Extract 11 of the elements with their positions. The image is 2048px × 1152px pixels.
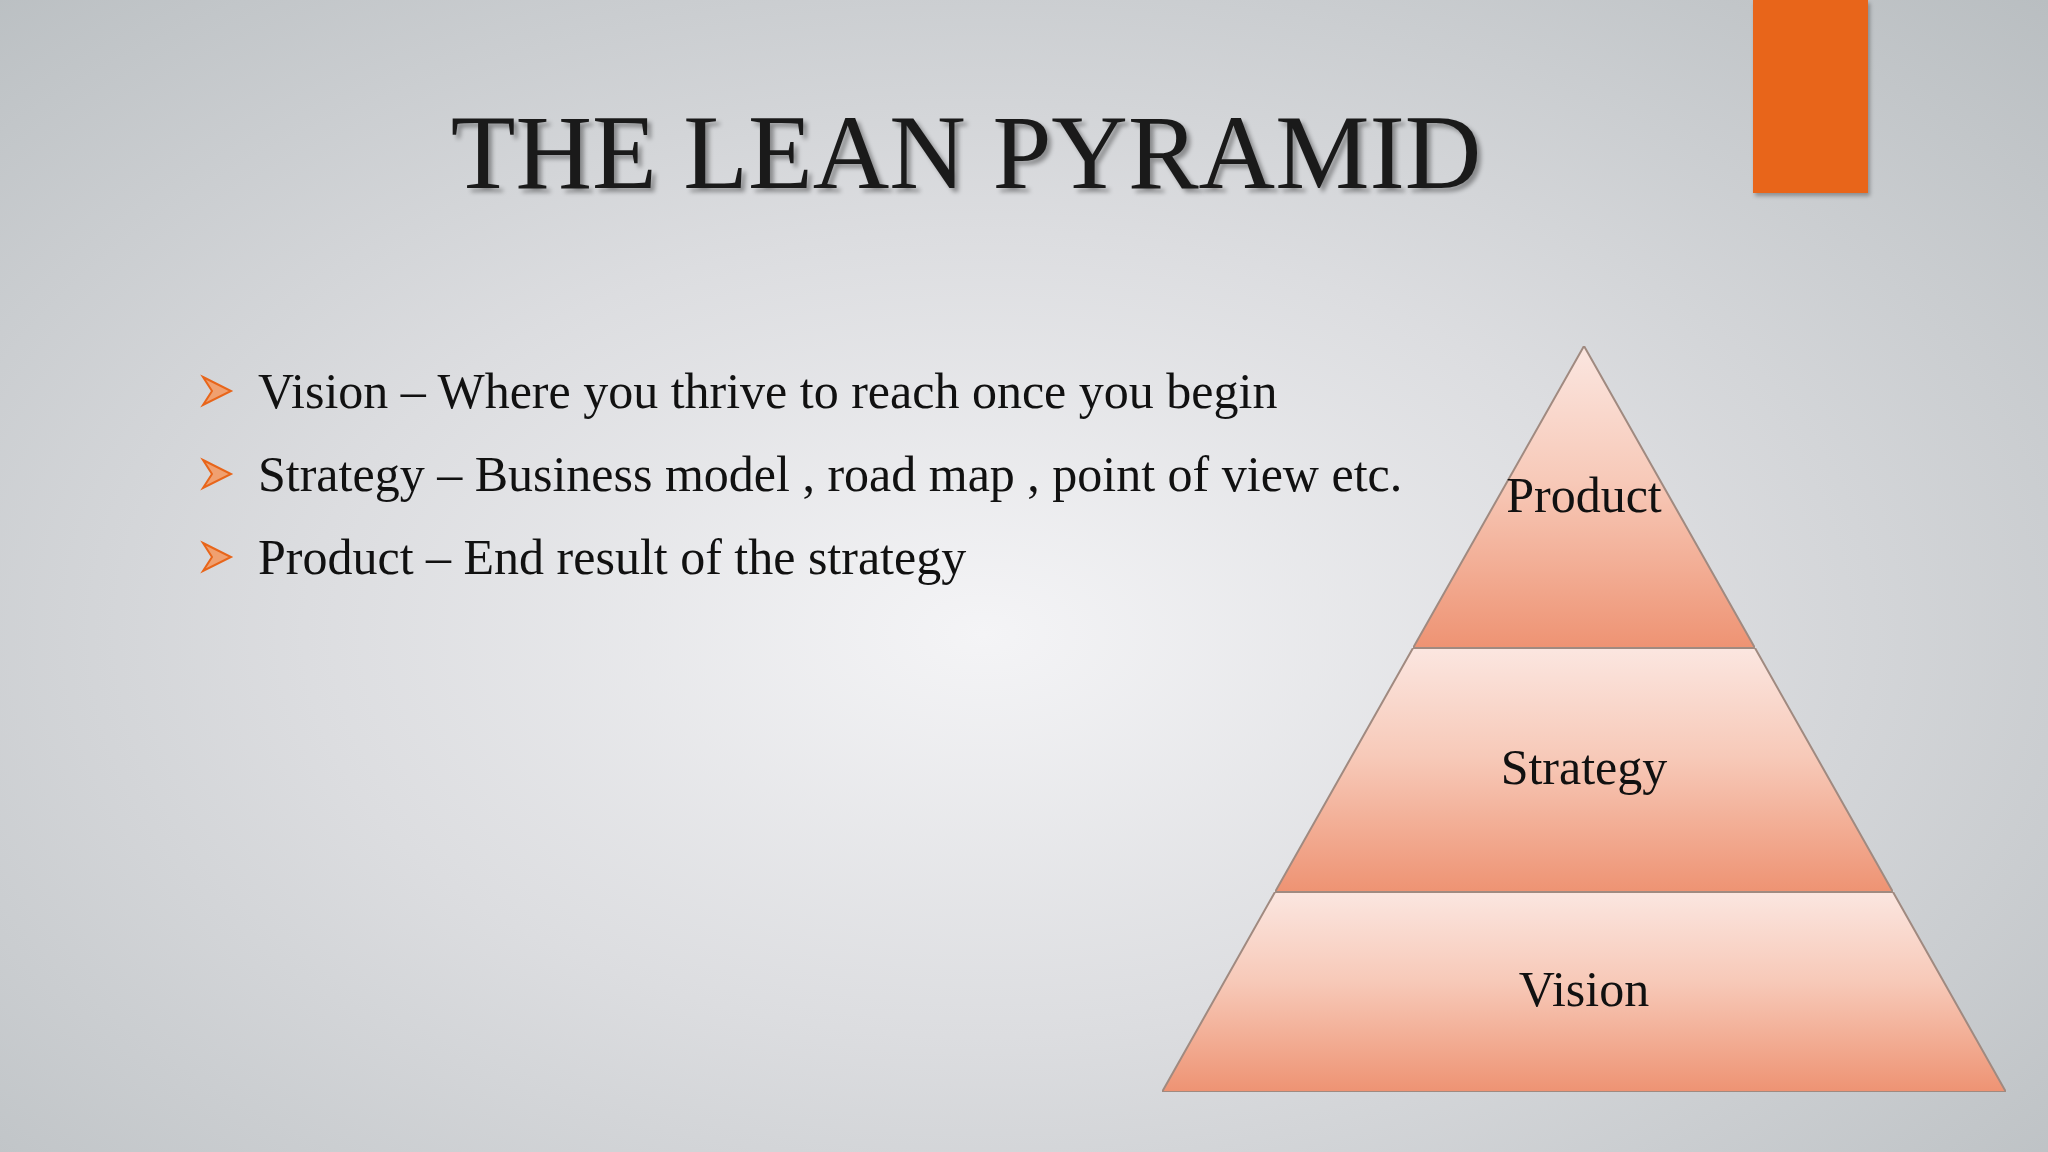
- bullet-text: Vision – Where you thrive to reach once you begin: [258, 362, 1278, 420]
- layer-label: Strategy: [1499, 738, 1669, 796]
- accent-bar: [1753, 0, 1868, 193]
- bullet-text: Product – End result of the strategy: [258, 528, 967, 586]
- pyramid-layer: [1275, 648, 1893, 892]
- pyramid-top-triangle: [1413, 346, 1755, 648]
- pyramid-layer: [1162, 892, 2006, 1092]
- layer-label: Product: [1505, 466, 1663, 524]
- bullet-text: Strategy – Business model , road map , point of view etc.: [258, 445, 1403, 503]
- layer-label: Vision: [1517, 960, 1651, 1018]
- slide-title: THE LEAN PYRAMID: [449, 93, 1483, 213]
